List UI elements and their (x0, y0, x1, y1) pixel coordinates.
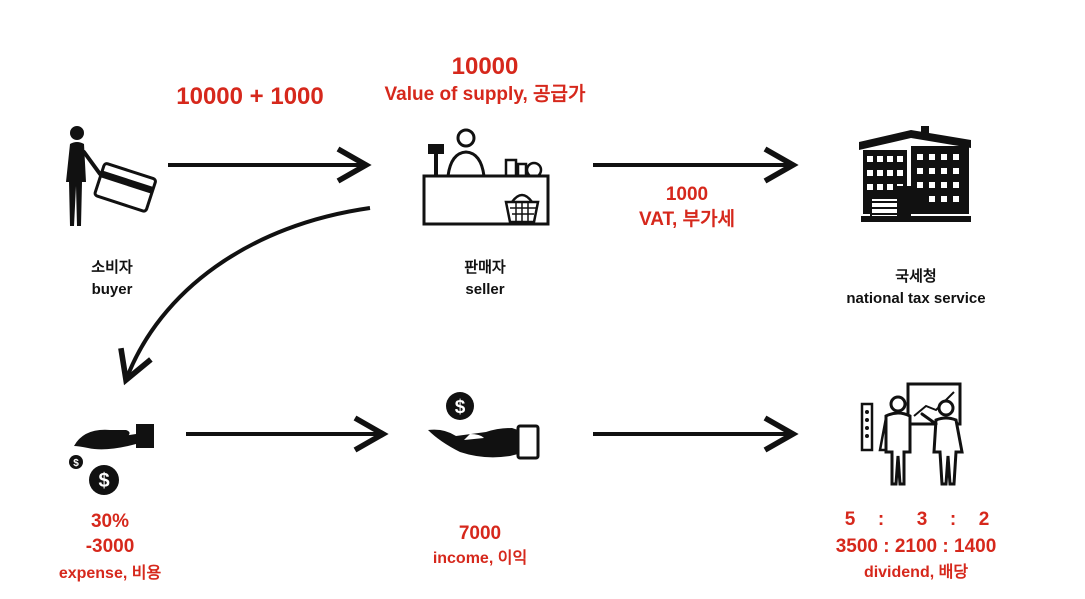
svg-text:$: $ (98, 470, 109, 492)
buyer-label-en: buyer (91, 281, 133, 298)
hand-receiving-money-icon: $ (428, 392, 540, 460)
shop-counter-icon (422, 128, 550, 226)
dividend-split: 3500 : 2100 : 1400 (835, 536, 997, 557)
seller-label-ko: 판매자 (464, 259, 506, 276)
vat-label: VAT, 부가세 (638, 209, 736, 230)
buyer-label-ko: 소비자 (91, 259, 133, 276)
presentation-meeting-icon (860, 382, 964, 486)
tax-label-en: national tax service (846, 290, 986, 307)
dividend-ratio-colon-1: : (877, 509, 885, 530)
tax-label-ko: 국세청 (895, 268, 937, 285)
income-label: income, 이익 (432, 550, 528, 567)
income-amount: 7000 (458, 523, 502, 544)
government-building-icon (859, 126, 971, 222)
expense-percent: 30% (90, 511, 130, 532)
payment-amount: 10000 + 1000 (176, 83, 324, 110)
dividend-ratio-2: 3 (916, 509, 928, 530)
dividend-ratio-3: 2 (978, 509, 990, 530)
dividend-label: dividend, 배당 (863, 564, 969, 581)
svg-text:$: $ (73, 458, 79, 469)
arrow-seller-to-expense (118, 206, 371, 386)
expense-label: expense, 비용 (58, 565, 162, 582)
vat-value: 1000 (665, 184, 709, 205)
seller-label-en: seller (465, 281, 505, 298)
supply-value: 10000 (451, 53, 519, 80)
hand-giving-money-icon: $ $ (69, 424, 154, 495)
dividend-ratio-colon-2: : (949, 509, 957, 530)
svg-text:$: $ (455, 397, 466, 418)
supply-label: Value of supply, 공급가 (384, 84, 586, 105)
expense-amount: -3000 (85, 536, 135, 557)
dividend-ratio-1: 5 (844, 509, 856, 530)
buyer-card-icon (66, 126, 157, 226)
